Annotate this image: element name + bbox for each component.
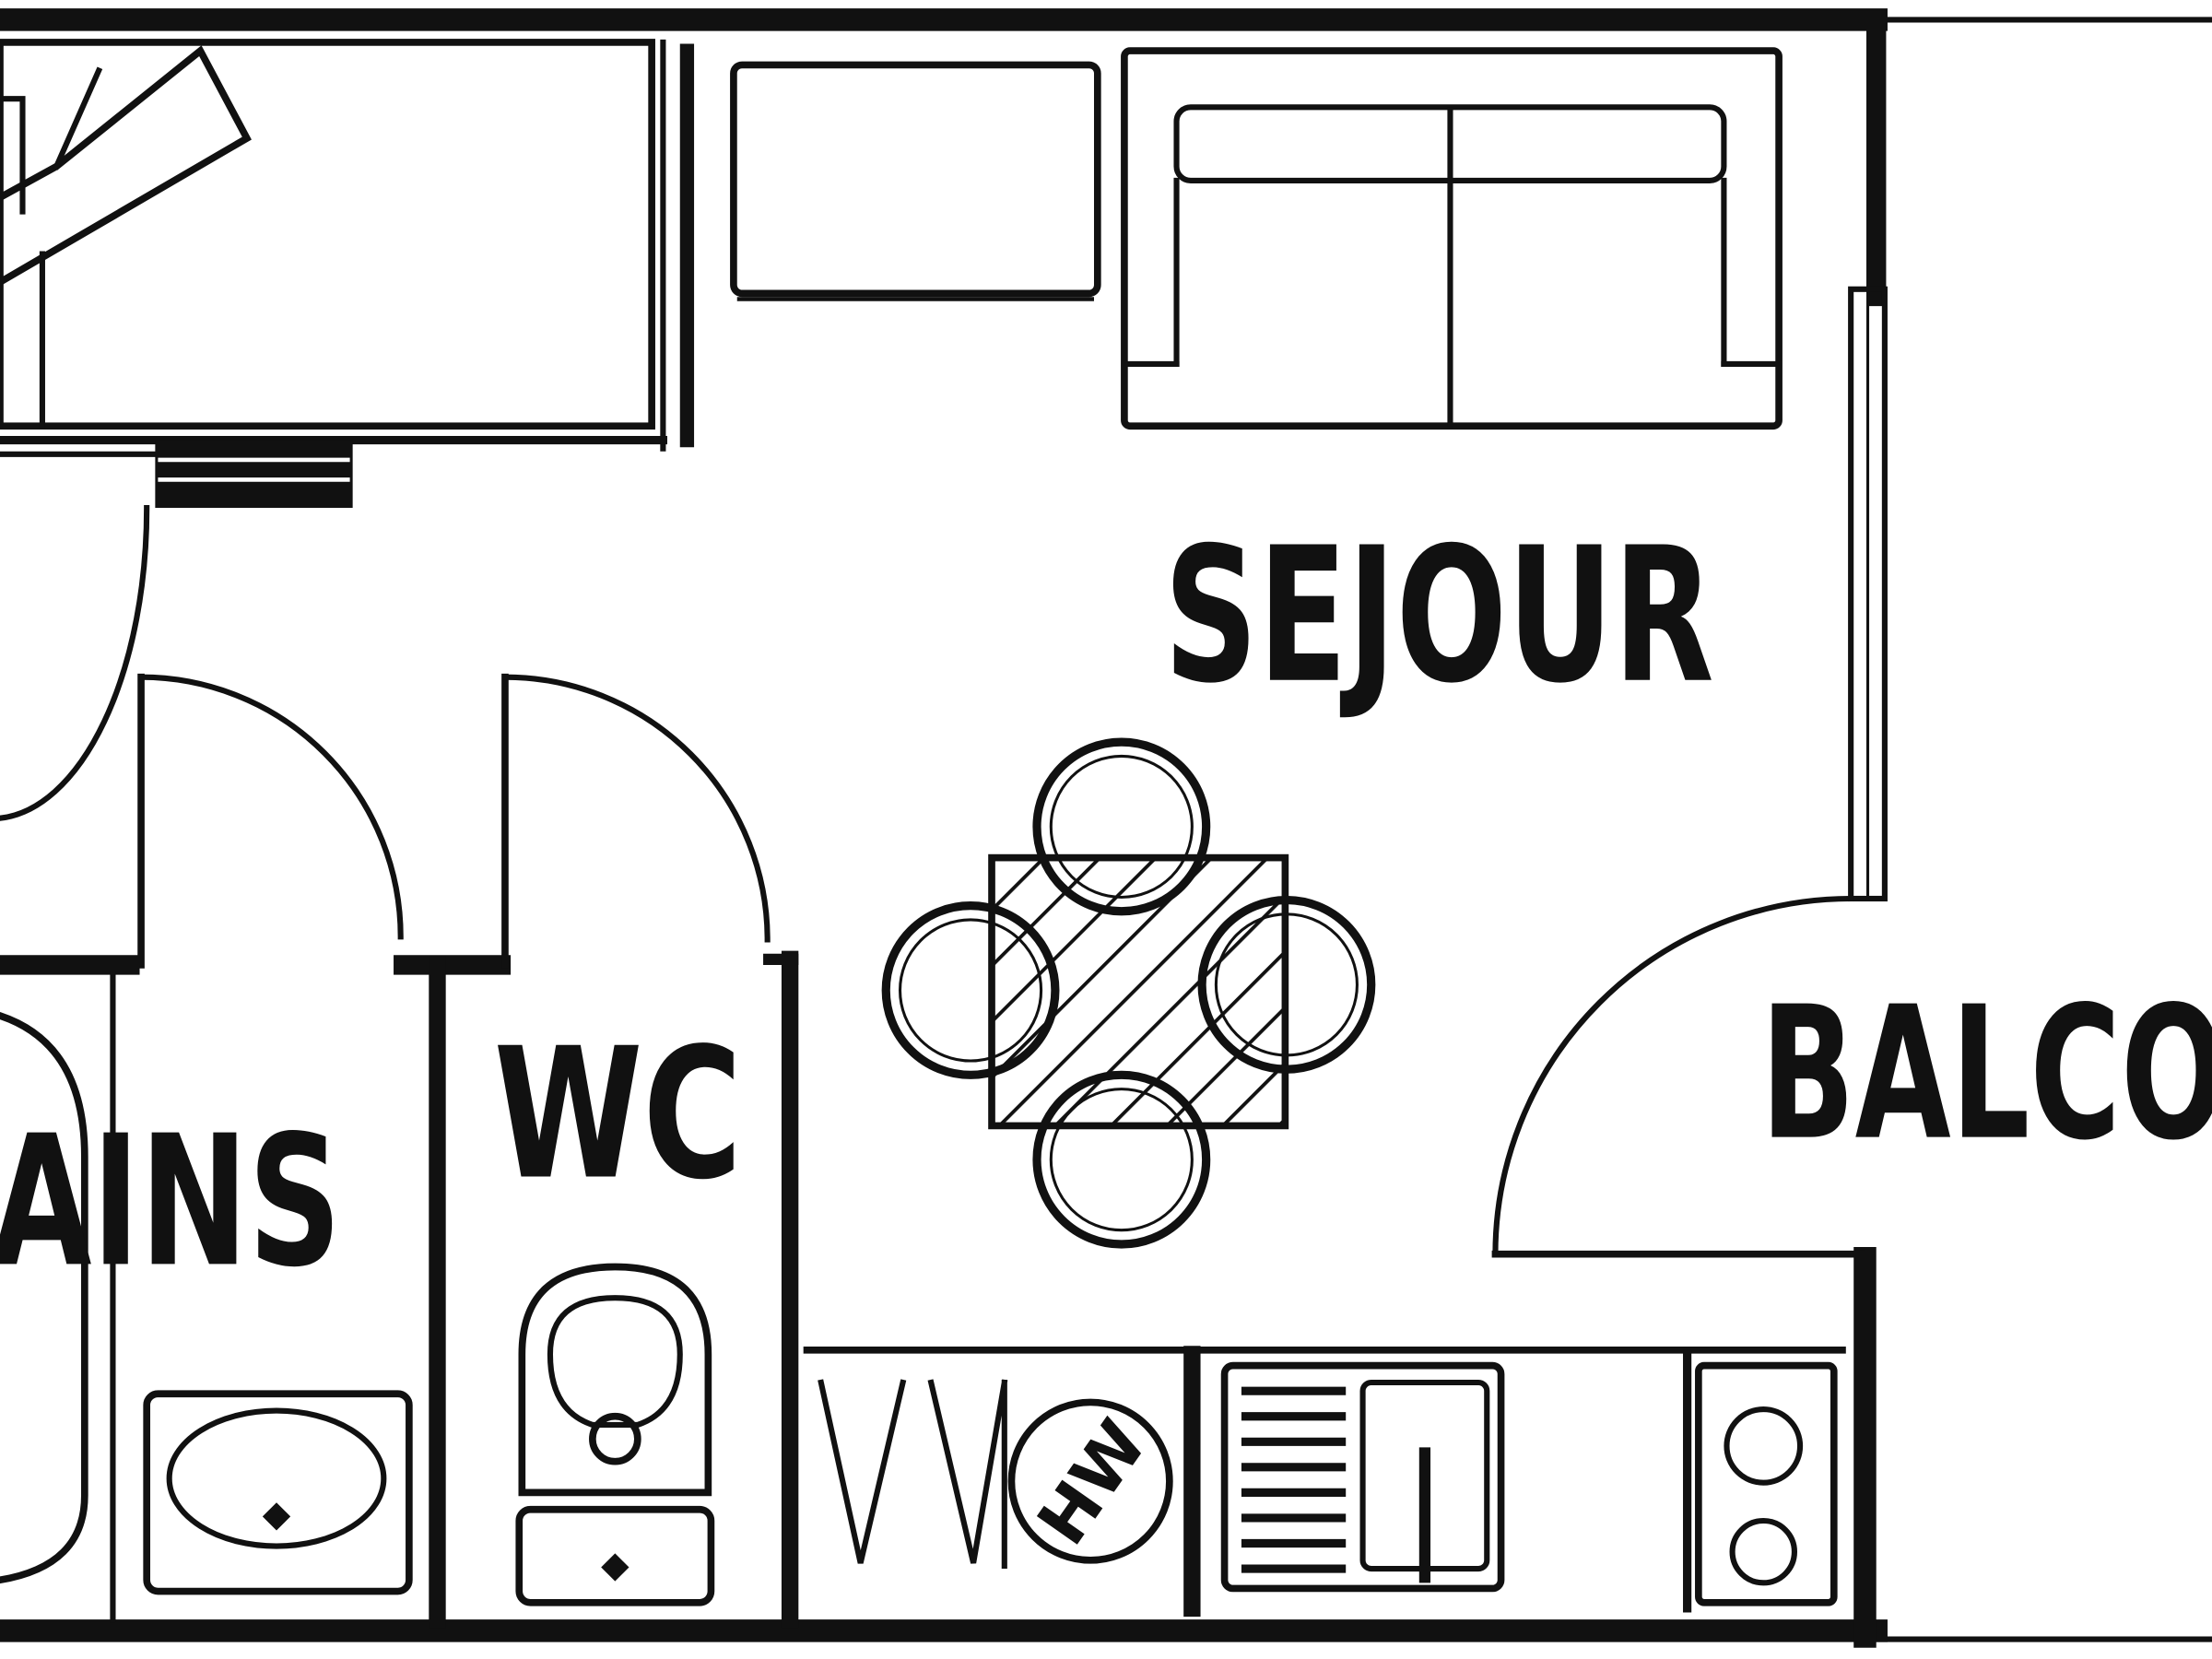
bedroom-furniture	[0, 39, 655, 430]
balcony-door-swing	[1492, 895, 1854, 1257]
room-label-balcony: BALCO	[1760, 967, 2212, 1181]
hob-burner-2-icon	[1729, 1517, 1797, 1586]
bath-door-swing	[137, 674, 404, 940]
chair-bottom-inner	[1049, 1088, 1194, 1232]
kitchen: HW	[803, 1346, 1846, 1618]
bed-blanket-fold	[0, 45, 252, 287]
walls	[0, 8, 2212, 1648]
hob-burner-1-icon	[1724, 1406, 1804, 1486]
bedroom-door-swing	[0, 504, 150, 821]
chair-left	[881, 901, 1060, 1079]
washbasin-drain-icon	[262, 1502, 291, 1531]
washbasin-counter	[143, 1390, 413, 1595]
living-furniture	[730, 47, 1783, 1249]
bed-frame	[0, 39, 655, 430]
cupboard-lines	[818, 1379, 1008, 1570]
dining-table	[988, 853, 1289, 1130]
window-frame	[1848, 286, 1888, 902]
room-label-bath: AINS	[0, 1097, 341, 1307]
room-labels: SEJOUR BALCO AINS WC	[0, 507, 2212, 1308]
room-label-wc: WC	[494, 1010, 742, 1220]
toilet-bowl	[518, 1263, 712, 1497]
water-heater-label: HW	[1023, 1406, 1162, 1559]
tv-cabinet	[730, 61, 1101, 298]
wc-fixtures	[515, 1263, 715, 1606]
chair-left-inner	[899, 918, 1043, 1063]
chair-right	[1197, 895, 1376, 1074]
sink-unit	[1220, 1361, 1505, 1593]
toilet-cistern	[515, 1505, 715, 1606]
bathroom-fixtures	[0, 1012, 413, 1595]
washbasin-bowl	[166, 1407, 387, 1549]
chair-right-inner	[1214, 912, 1359, 1057]
sink-drainer-icon	[1241, 1386, 1347, 1573]
hob-unit	[1695, 1361, 1838, 1606]
chair-top-inner	[1049, 754, 1194, 899]
water-heater-icon	[1007, 1398, 1173, 1564]
wc-door-swing	[501, 674, 771, 943]
toilet-flush-icon	[589, 1412, 641, 1465]
chair-top	[1032, 737, 1211, 916]
dining-chairs	[881, 737, 1376, 1249]
bed-blanket-fold-2	[0, 66, 103, 215]
cistern-button-icon	[601, 1553, 629, 1582]
bathtub-edge	[0, 1012, 88, 1584]
toilet-seat	[547, 1295, 683, 1428]
room-label-sejour: SEJOUR	[1164, 507, 1714, 724]
chair-bottom	[1032, 1070, 1211, 1249]
door-jamb	[155, 440, 353, 509]
